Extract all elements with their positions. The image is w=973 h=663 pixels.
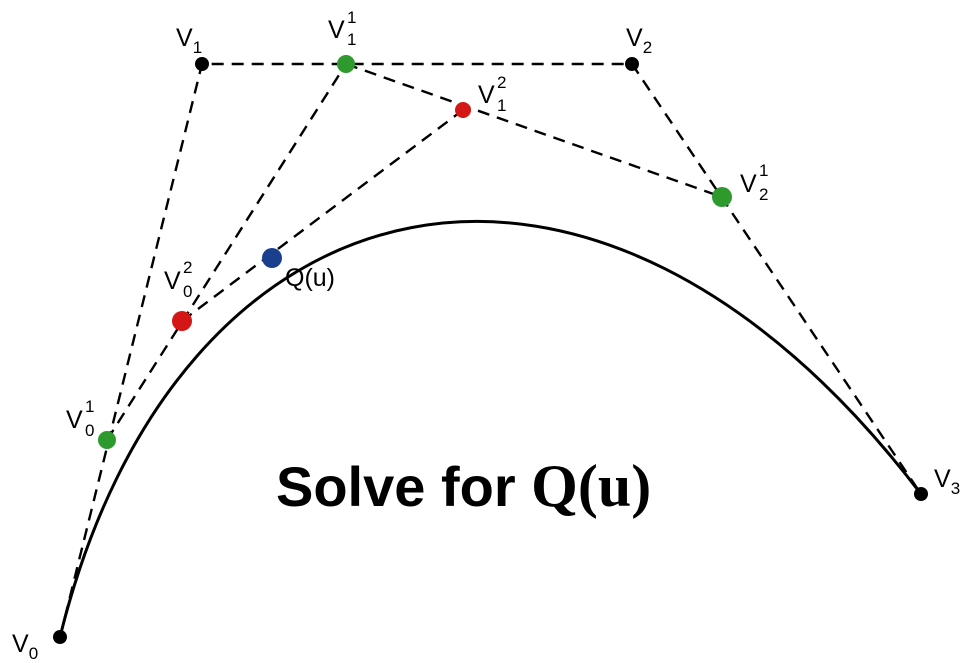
label-v3: V3 xyxy=(934,465,960,498)
label-v1-2-sub: 1 xyxy=(497,96,506,115)
label-v1-1-sup: 1 xyxy=(347,8,356,27)
label-v1-2-sup: 2 xyxy=(497,73,506,92)
label-v2-1-sub: 2 xyxy=(759,185,768,204)
point-v0-1 xyxy=(98,431,116,449)
label-v2-1: V xyxy=(740,170,757,198)
control-point-v3 xyxy=(914,487,928,501)
headline-symbol: Q(u) xyxy=(531,453,651,519)
point-v0-2 xyxy=(172,311,192,331)
control-point-v0 xyxy=(53,630,67,644)
point-v1-1 xyxy=(337,55,355,73)
label-v1-1-sub: 1 xyxy=(347,30,356,49)
label-v0: V0 xyxy=(12,630,38,663)
control-point-v2 xyxy=(625,57,639,71)
segment-v1-1-to-v2-1 xyxy=(345,62,723,199)
label-q-u: Q(u) xyxy=(285,264,335,292)
bezier-curve xyxy=(58,219,923,638)
label-v1: V1 xyxy=(176,24,202,57)
point-v2-1 xyxy=(712,187,732,207)
point-v1-2 xyxy=(455,102,471,118)
label-v1-1: V xyxy=(328,16,345,44)
label-v1-2: V xyxy=(478,81,495,109)
label-v2: V2 xyxy=(626,24,652,57)
label-v0-2: V xyxy=(164,267,181,295)
point-q-u xyxy=(262,248,282,268)
label-v0-1-sub: 0 xyxy=(85,421,94,440)
label-v0-2-sup: 2 xyxy=(183,258,192,277)
headline: Solve for Q(u) xyxy=(276,453,651,519)
label-v0-1-sup: 1 xyxy=(85,397,94,416)
control-point-v1 xyxy=(195,57,209,71)
label-v0-1: V xyxy=(66,406,83,434)
segment-v0-1-to-v1-1 xyxy=(105,63,348,441)
label-v2-1-sup: 1 xyxy=(759,161,768,180)
control-polygon xyxy=(58,62,922,638)
label-v0-2-sub: 0 xyxy=(183,282,192,301)
headline-prefix: Solve for xyxy=(276,455,531,518)
